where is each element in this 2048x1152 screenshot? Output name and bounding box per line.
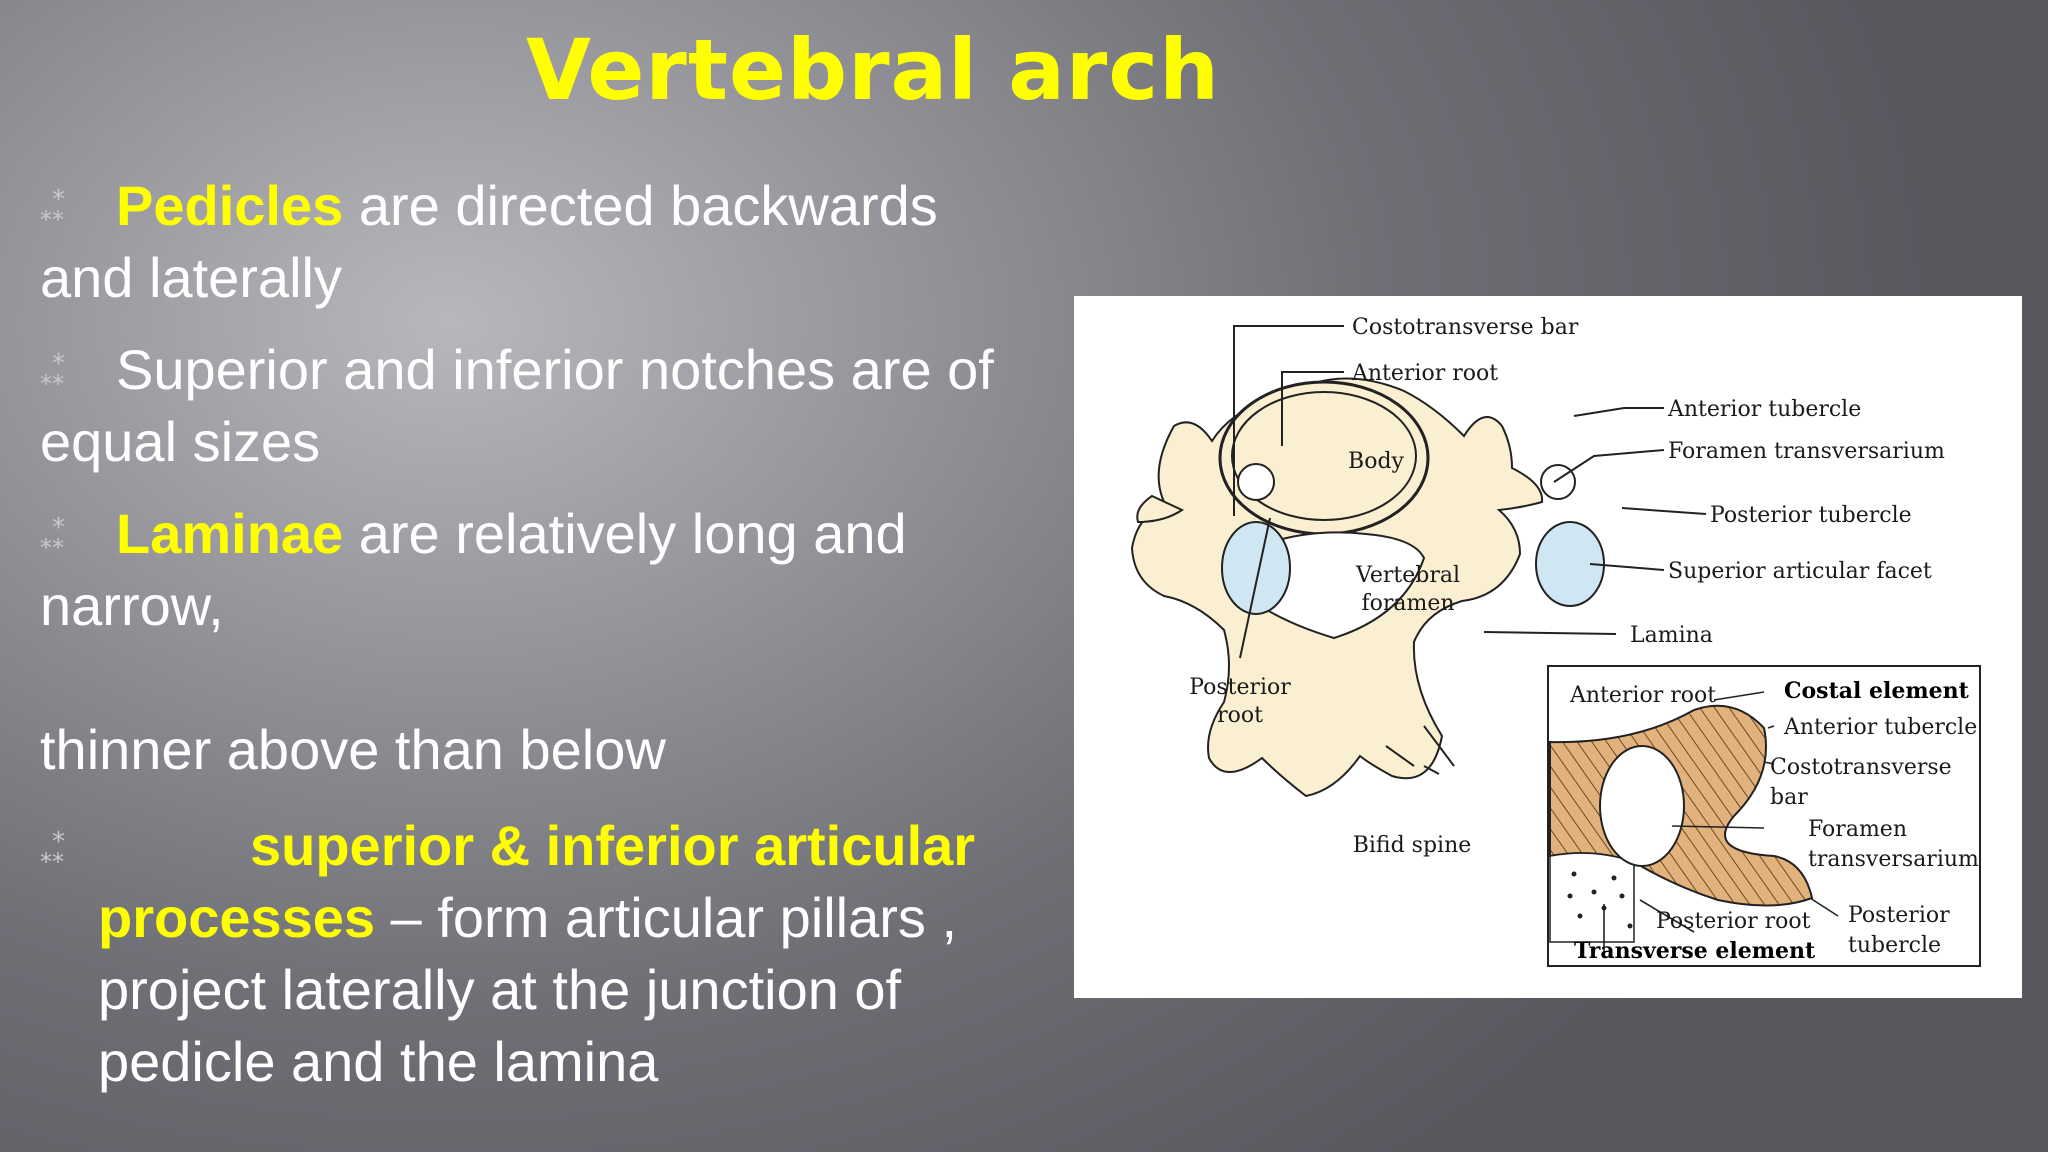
- bullet-articular-processes: superior & inferior articular processes …: [40, 810, 975, 1098]
- label-foramen-transversarium: Foramen transversarium: [1668, 439, 1945, 464]
- bullet-notches: Superior and inferior notches are of equ…: [40, 334, 994, 478]
- bullet-star-icon: * **: [40, 350, 65, 396]
- bullet-text-line2: narrow,: [40, 574, 224, 637]
- inset-label-posterior: Posterior: [1848, 903, 1950, 928]
- label-lamina: Lamina: [1630, 623, 1713, 648]
- label-anterior-tubercle: Anterior tubercle: [1667, 397, 1861, 422]
- label-root: root: [1217, 703, 1263, 728]
- foramen-transversarium-right: [1540, 464, 1576, 500]
- label-foramen: foramen: [1361, 591, 1454, 616]
- label-posterior: Posterior: [1189, 675, 1291, 700]
- text-thinner: thinner above than below: [40, 714, 666, 786]
- bullet-text: are directed backwards: [343, 174, 938, 237]
- bullet-star-icon: * **: [40, 514, 65, 560]
- bullet-text-line2: equal sizes: [40, 410, 321, 473]
- bifid-spine-lines: [1385, 725, 1455, 767]
- superior-articular-facet-right: [1535, 521, 1605, 607]
- inset-label-transverse-element: Transverse element: [1574, 938, 1816, 964]
- label-anterior-root: Anterior root: [1351, 361, 1498, 386]
- inset-label-costal-element: Costal element: [1784, 678, 1970, 704]
- bullet-highlight: Pedicles: [116, 174, 344, 237]
- bullet-star-icon: * **: [40, 828, 65, 874]
- bullet-pedicles: Pedicles are directed backwards and late…: [40, 170, 938, 314]
- svg-text:**: **: [40, 370, 64, 396]
- bullet-highlight: superior & inferior articular: [250, 814, 976, 877]
- bullet-text: are relatively long and: [343, 502, 907, 565]
- svg-text:*: *: [52, 828, 65, 857]
- label-body: Body: [1348, 449, 1404, 474]
- inset-label-anterior-tubercle: Anterior tubercle: [1783, 715, 1977, 740]
- cervical-vertebra-figure: Costotransverse bar Anterior root Anteri…: [1074, 296, 2022, 998]
- inset-label-costotransverse: Costotransverse: [1770, 755, 1952, 780]
- svg-text:*: *: [52, 514, 65, 543]
- bullet-text: thinner above than below: [40, 718, 666, 781]
- bullet-text-line4: pedicle and the lamina: [98, 1030, 659, 1093]
- foramen-transversarium-left: [1237, 463, 1275, 501]
- label-superior-articular-facet: Superior articular facet: [1668, 559, 1932, 584]
- slide-title: Vertebral arch: [526, 21, 1220, 119]
- bullet-text: Superior and inferior notches are of: [116, 338, 994, 401]
- svg-text:*: *: [52, 186, 65, 215]
- bullet-highlight: Laminae: [116, 502, 344, 565]
- inset-label-tubercle: tubercle: [1848, 933, 1941, 958]
- vertebra-diagram: Costotransverse bar Anterior root Anteri…: [1130, 315, 1981, 967]
- svg-text:*: *: [52, 350, 65, 379]
- bullet-text-line3: project laterally at the junction of: [98, 958, 902, 1021]
- inset-label-posterior-root: Posterior root: [1656, 909, 1811, 934]
- svg-text:**: **: [40, 848, 64, 874]
- label-costotransverse-bar: Costotransverse bar: [1352, 315, 1579, 340]
- label-bifid-spine: Bifid spine: [1353, 833, 1472, 858]
- inset-label-transversarium: transversarium: [1808, 847, 1979, 872]
- leader-lines: [1233, 325, 1707, 775]
- inset-label-bar: bar: [1770, 785, 1808, 810]
- vertebral-body-inner: [1231, 391, 1417, 521]
- svg-text:**: **: [40, 206, 64, 232]
- svg-text:**: **: [40, 534, 64, 560]
- bullet-text: – form articular pillars ,: [375, 886, 958, 949]
- label-posterior-tubercle: Posterior tubercle: [1710, 503, 1912, 528]
- superior-articular-facet-left: [1221, 521, 1291, 615]
- bullet-highlight-2: processes: [98, 886, 376, 949]
- label-vertebral: Vertebral: [1355, 563, 1460, 588]
- inset-label-anterior-root: Anterior root: [1569, 683, 1716, 708]
- inset-label-foramen: Foramen: [1808, 817, 1907, 842]
- bullet-laminae: Laminae are relatively long and narrow,: [40, 498, 907, 642]
- costal-element-inset: Anterior root Costal element Anterior tu…: [1547, 665, 1981, 967]
- bullet-star-icon: * **: [40, 186, 65, 232]
- bullet-text-line2: and laterally: [40, 246, 342, 309]
